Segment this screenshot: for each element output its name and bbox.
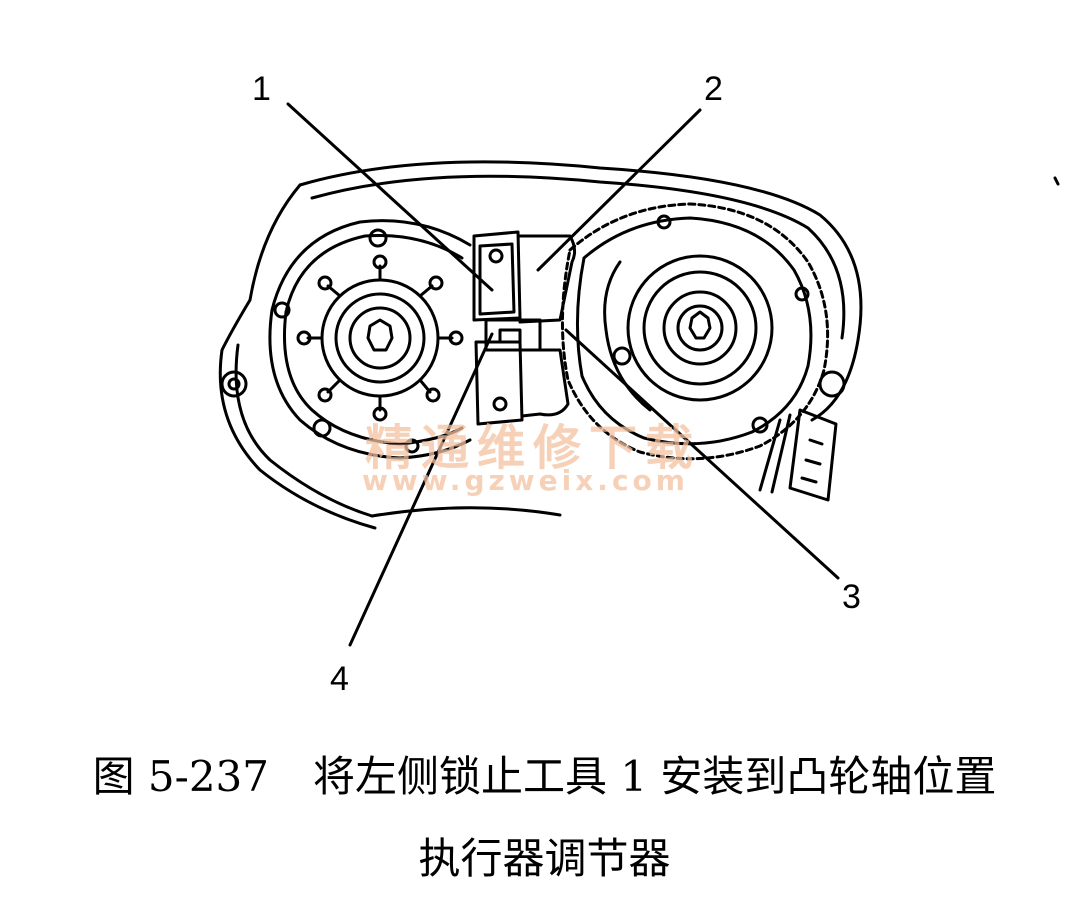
callout-1: 1 [252, 70, 271, 108]
figure-caption: 图 5-237 将左侧锁止工具 1 安装到凸轮轴位置 [0, 743, 1089, 804]
figure-number: 图 5-237 [92, 752, 269, 801]
callout-3: 3 [842, 578, 861, 616]
left-phaser-plate [268, 219, 472, 460]
cover-outline [298, 160, 863, 422]
callout-4: 4 [330, 660, 349, 698]
camshaft-assembly-drawing [218, 102, 1060, 647]
caption-line-2: 执行器调节器 [418, 834, 671, 883]
sensor-connector [788, 408, 838, 502]
right-hub-outer [626, 254, 774, 402]
cover-lower-edge [218, 183, 377, 530]
left-hub-outer [320, 278, 440, 398]
callout-2: 2 [704, 70, 723, 108]
locking-tool [472, 230, 522, 322]
cover-outline-inner [310, 174, 846, 340]
caption-line-1: 将左侧锁止工具 1 安装到凸轮轴位置 [313, 752, 997, 801]
